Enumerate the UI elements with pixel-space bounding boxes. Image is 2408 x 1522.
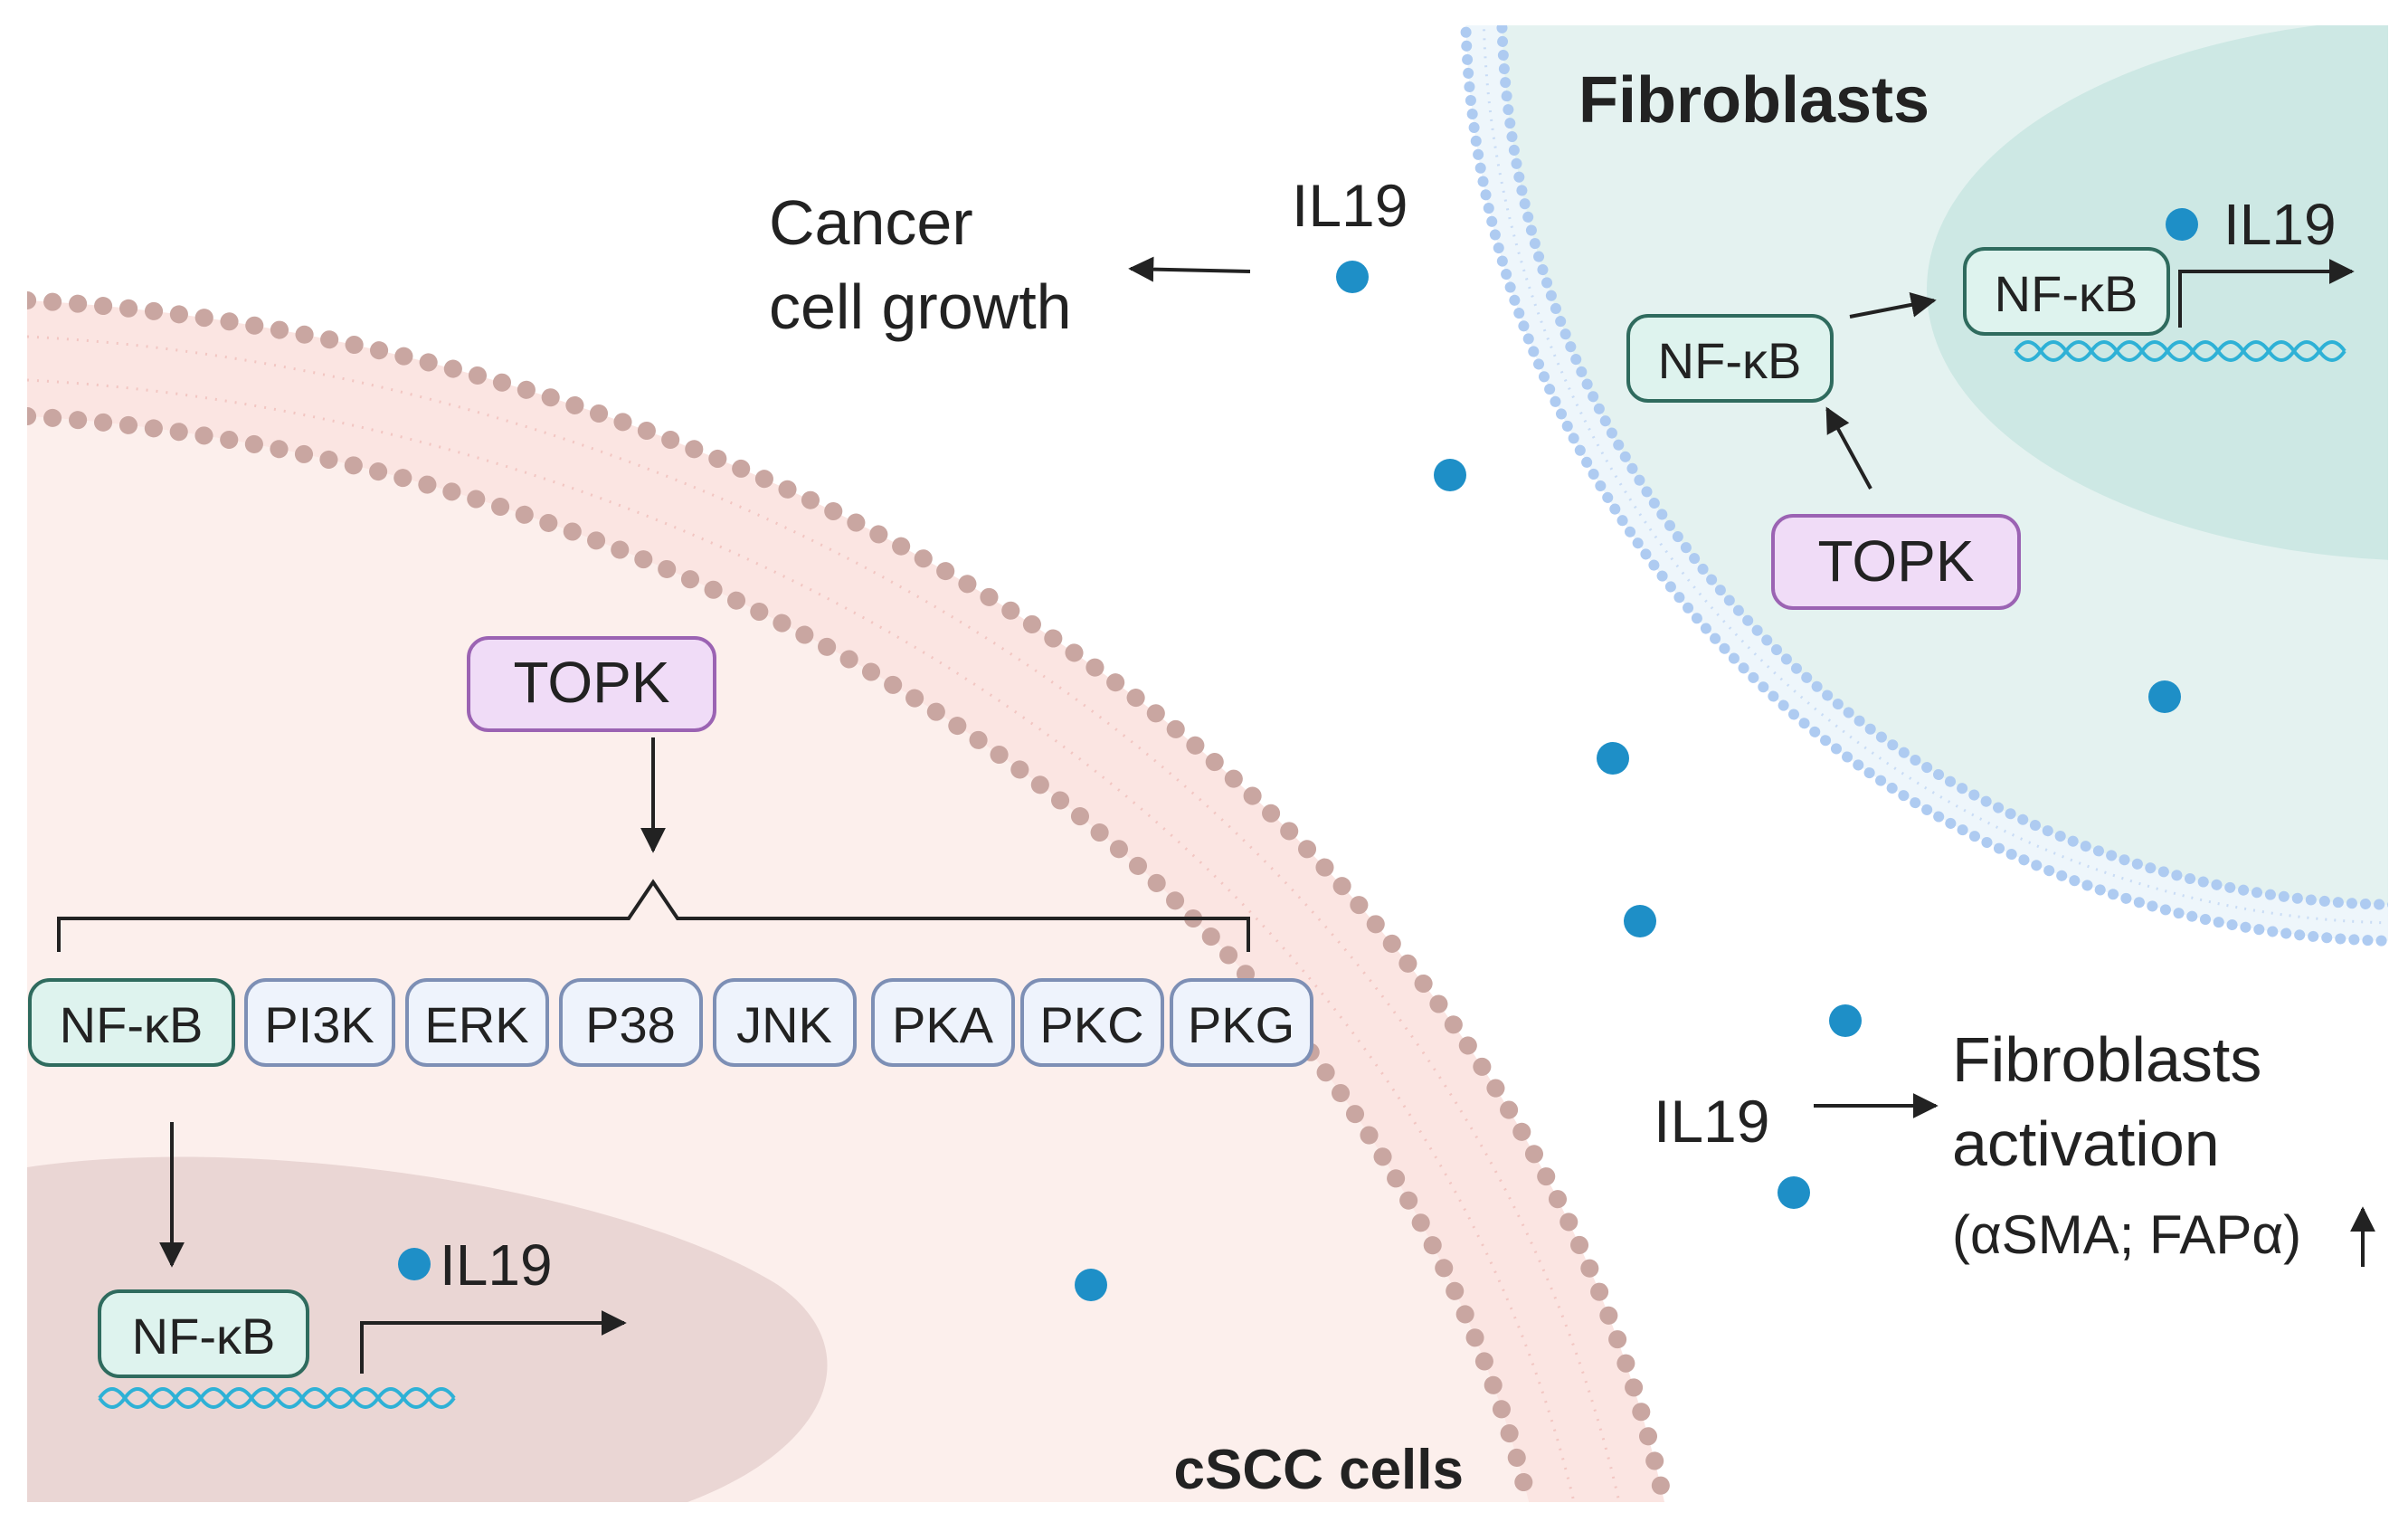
il19-dot — [1075, 1269, 1107, 1301]
cscc-nuclear-nfkb-label: NF-κB — [132, 1308, 276, 1365]
pathway-label-pka: PKA — [892, 996, 994, 1053]
fibroblast-topk-label: TOPK — [1817, 528, 1974, 594]
cscc-membrane-outer-heads — [27, 291, 1673, 1502]
fibroblast-nuclear-il19-label: IL19 — [2223, 192, 2337, 257]
cscc-nucleus — [27, 1156, 828, 1502]
activation-il19-label: IL19 — [1654, 1088, 1769, 1155]
fibroblast-nuclear-il19-dot — [2166, 208, 2198, 241]
fibroblast-transcription-arrow — [2178, 259, 2355, 328]
fibroblast-nfkb-translocation-arrow — [1849, 292, 1937, 319]
pathway-node-pkc: PKC — [1020, 978, 1164, 1067]
cscc-topk-node: TOPK — [467, 636, 716, 732]
cscc-nuclear-nfkb-node: NF-κB — [98, 1289, 309, 1378]
pathway-node-jnk: JNK — [713, 978, 857, 1067]
pathway-label-erk: ERK — [424, 996, 528, 1053]
pathway-label-pi3k: PI3K — [264, 996, 374, 1053]
cscc-nuclear-il19-dot — [398, 1248, 431, 1280]
pathway-node-p38: P38 — [559, 978, 703, 1067]
cscc-nuclear-il19-label: IL19 — [440, 1232, 553, 1298]
fibroblast-nuclear-nfkb-node: NF-κB — [1963, 247, 2170, 336]
pathway-node-nfkb: NF-κB — [28, 978, 235, 1067]
il19-dot — [1778, 1176, 1810, 1209]
growth-label-line2: cell growth — [769, 271, 1072, 342]
activation-label-line3: (αSMA; FAPα) — [1952, 1204, 2301, 1265]
fibroblast-cell — [1460, 25, 2388, 946]
pathway-node-pi3k: PI3K — [244, 978, 395, 1067]
il19-dot — [1336, 261, 1369, 293]
growth-arrow — [1128, 256, 1251, 282]
cscc-cell — [27, 291, 1673, 1502]
fibroblast-cytoplasmic-nfkb-node: NF-κB — [1626, 314, 1834, 403]
il19-dot — [1624, 905, 1656, 937]
pathway-label-jnk: JNK — [736, 996, 832, 1053]
pathway-label-pkc: PKC — [1039, 996, 1143, 1053]
il19-dot — [1829, 1004, 1862, 1037]
cscc-dna-helix — [98, 1387, 456, 1409]
cscc-transcription-arrow — [360, 1310, 627, 1374]
pathway-node-erk: ERK — [405, 978, 549, 1067]
cscc-membrane-inner-heads — [27, 407, 1538, 1502]
pathway-label-p38: P38 — [585, 996, 676, 1053]
fibroblast-topk-node: TOPK — [1771, 514, 2021, 610]
pathway-label-nfkb: NF-κB — [60, 996, 204, 1053]
fibroblast-cytoplasmic-nfkb-label: NF-κB — [1658, 332, 1802, 389]
activation-label-line2: activation — [1952, 1108, 2220, 1179]
cscc-topk-label: TOPK — [513, 650, 669, 715]
pathway-label-pkg: PKG — [1188, 996, 1294, 1053]
growth-label-line1: Cancer — [769, 187, 973, 258]
activation-label-line1: Fibroblasts — [1952, 1024, 2261, 1095]
il19-dot — [2148, 680, 2181, 713]
fibroblast-nuclear-nfkb-label: NF-κB — [1995, 265, 2138, 322]
fibroblast-dna-helix — [2014, 340, 2346, 362]
pathway-node-pka: PKA — [871, 978, 1015, 1067]
secreted-il19-dots — [1075, 261, 2181, 1301]
il19-dot — [1434, 459, 1466, 491]
il19-dot — [1597, 742, 1629, 775]
growth-il19-label: IL19 — [1292, 172, 1408, 239]
cscc-cell-label: cSCC cells — [1173, 1439, 1464, 1501]
pathway-node-pkg: PKG — [1170, 978, 1313, 1067]
fibroblast-topk-arrow — [1825, 406, 1872, 490]
pathway-bracket — [57, 879, 1250, 952]
fibroblast-cell-label: Fibroblasts — [1578, 64, 1929, 137]
